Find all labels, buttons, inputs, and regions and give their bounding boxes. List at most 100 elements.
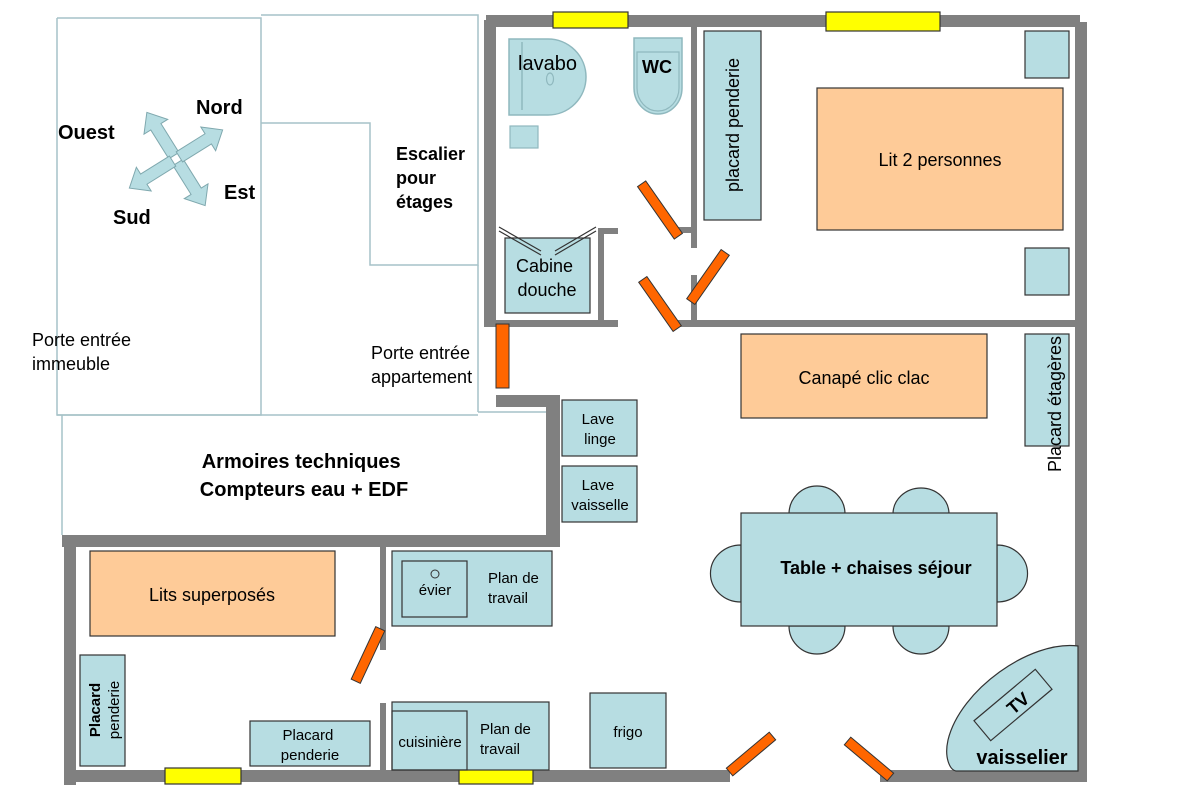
building-entrance-label: Porte entrée immeuble	[32, 330, 136, 374]
dining-table	[740, 512, 998, 627]
wall-kids-kitchen-lower	[380, 703, 386, 778]
kitchen-sink-label: évier	[419, 582, 452, 599]
wall-shower-top	[598, 228, 618, 234]
bunk-beds-label: Lits superposés	[149, 585, 275, 605]
wall-kids-kitchen-upper	[380, 545, 386, 650]
door-kids-room	[350, 625, 386, 685]
stairs-label: Escalier pour étages	[396, 144, 470, 212]
sink-drain-icon	[545, 72, 555, 86]
kids-room: Lits superposés Placard penderie Placard…	[79, 550, 371, 767]
living-room: Canapé clic clac Placard étagères Table …	[709, 333, 1079, 772]
chair-top-left	[788, 485, 846, 515]
chair-left	[709, 544, 742, 603]
door-living-left	[725, 731, 777, 777]
compass-west-label: Ouest	[58, 122, 115, 144]
chair-top-right	[892, 487, 950, 515]
chair-bottom-right	[892, 625, 950, 655]
chairs	[709, 485, 1029, 655]
dishwasher	[561, 465, 638, 523]
worktop2-label: Plan de travail	[480, 721, 535, 758]
bedroom-wardrobe	[703, 30, 762, 221]
compass-north-label: Nord	[196, 97, 243, 119]
kids-wardrobe-bottom	[249, 720, 371, 767]
sink-shape	[508, 38, 587, 116]
shelves-cabinet-label: Placard étagères	[1045, 336, 1065, 472]
wall-kids-left	[64, 535, 76, 785]
compass-icon	[128, 111, 224, 207]
wall-right	[1075, 22, 1087, 782]
dresser	[946, 644, 1079, 772]
sofa-bed	[740, 333, 988, 419]
worktop1-label: Plan de travail	[488, 570, 543, 607]
tv-unit	[973, 668, 1053, 742]
worktop-stove	[391, 701, 550, 771]
dishwasher-label: Lave vaisselle	[571, 477, 629, 514]
stove	[391, 710, 468, 771]
stove-label: cuisinière	[398, 734, 461, 751]
door-wc	[636, 180, 684, 240]
arrow-east-icon	[175, 126, 224, 163]
kitchen-sink-drain-icon	[430, 569, 440, 579]
door-bathroom	[638, 275, 682, 333]
windows	[164, 11, 941, 785]
wall-bathroom-bottom	[484, 320, 618, 327]
door-bedroom	[686, 248, 730, 306]
window-kids-room	[164, 767, 242, 785]
sink-label: lavabo	[518, 53, 577, 75]
washing-machine-label: Lave linge	[582, 411, 619, 448]
double-bed-label: Lit 2 personnes	[878, 150, 1001, 170]
bath-mat	[509, 125, 539, 149]
arrow-north-icon	[143, 111, 180, 160]
washing-machine	[561, 399, 638, 457]
wall-stub-wc	[677, 227, 695, 233]
kitchen: Lave linge Lave vaisselle évier Plan de …	[391, 399, 667, 771]
arrow-south-icon	[172, 158, 209, 207]
sink-basin	[401, 560, 468, 618]
worktop-sink	[391, 550, 553, 627]
technical-cabinets-label: Armoires techniques Compteurs eau + EDF	[200, 451, 408, 501]
apartment-entrance-label: Porte entrée appartement	[371, 343, 475, 387]
window-bathroom	[552, 11, 629, 29]
bedroom: placard penderie Lit 2 personnes	[703, 30, 1070, 296]
fridge-label: frigo	[613, 724, 642, 741]
wall-bathroom-left	[484, 20, 496, 325]
sofa-bed-label: Canapé clic clac	[798, 368, 929, 388]
door-living-right	[843, 736, 895, 782]
kids-wardrobe-side-label-line2: penderie	[106, 681, 123, 739]
toilet-shape	[633, 37, 683, 115]
shower-doors-icon	[498, 226, 597, 256]
wall-bath-bedroom	[691, 22, 697, 248]
wall-bottom-right	[880, 770, 1087, 782]
nightstand-bottom	[1024, 247, 1070, 296]
wall-kids-top	[62, 535, 560, 547]
wall-shower-right	[598, 228, 604, 326]
dining-table-label: Table + chaises séjour	[780, 558, 971, 578]
toilet-label: WC	[642, 57, 672, 77]
kids-wardrobe-side-label-line1: Placard	[87, 683, 104, 737]
wall-kitchen-left	[546, 395, 560, 545]
fridge	[589, 692, 667, 769]
nightstand-top	[1024, 30, 1070, 79]
window-bedroom	[825, 11, 941, 32]
kids-wardrobe-bottom-label: Placard penderie	[281, 727, 339, 764]
chair-right	[996, 544, 1029, 603]
arrow-west-icon	[128, 155, 177, 192]
shower-label: Cabine douche	[516, 256, 578, 300]
door-apartment-entrance	[495, 323, 510, 389]
bathroom: lavabo WC Cabine douche	[498, 37, 683, 314]
bedroom-wardrobe-label: placard penderie	[723, 58, 743, 192]
kids-wardrobe-side	[79, 654, 126, 767]
bunk-beds	[89, 550, 336, 637]
dresser-label: vaisselier	[976, 747, 1067, 769]
shelves-cabinet	[1024, 333, 1070, 447]
wall-entry-bottom	[496, 395, 560, 407]
stairs-outline	[261, 14, 479, 266]
building-outline	[56, 14, 548, 535]
compass-east-label: Est	[224, 182, 255, 204]
shower-cabin	[504, 237, 591, 314]
chair-bottom-left	[788, 625, 846, 655]
wall-bedroom-bottom	[677, 320, 1075, 327]
doors	[350, 180, 895, 782]
compass-south-label: Sud	[113, 207, 151, 229]
